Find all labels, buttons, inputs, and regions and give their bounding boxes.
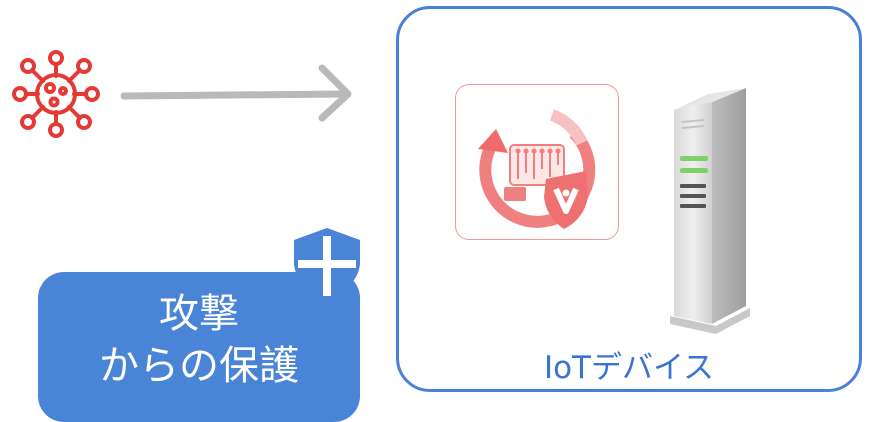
- device-label: IoTデバイス: [543, 350, 715, 386]
- security-update-icon: [478, 109, 596, 229]
- virus-icon: [12, 50, 100, 138]
- shield-icon: [294, 228, 360, 300]
- security-app-tile: [455, 84, 619, 240]
- protection-title-line1: 攻撃: [159, 291, 239, 337]
- router-icon: [670, 88, 750, 334]
- protection-title-line2: からの保護: [99, 343, 299, 389]
- arrow-right-icon: [120, 64, 352, 122]
